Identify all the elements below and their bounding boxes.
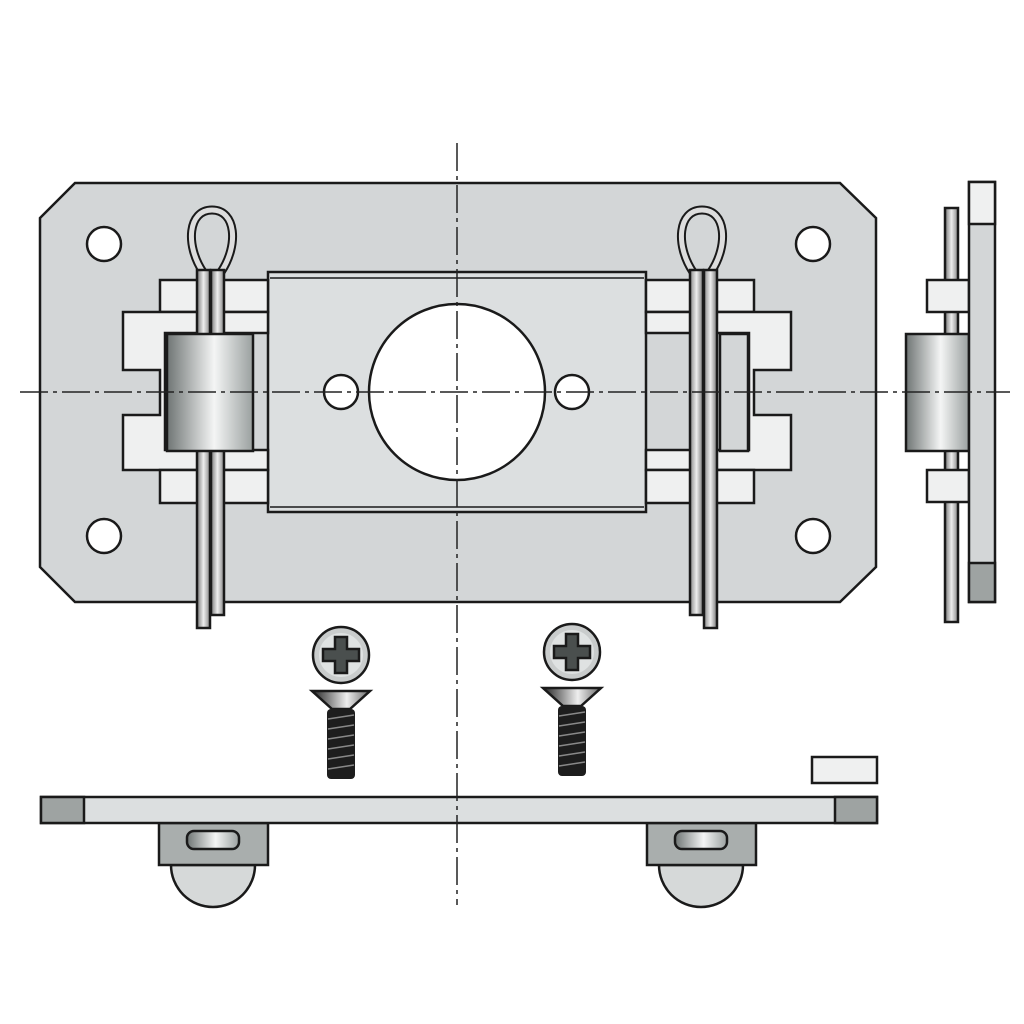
- side-view: [904, 180, 997, 624]
- screw-left: [310, 625, 372, 781]
- screw-right: [541, 622, 603, 778]
- center-lines: [20, 143, 1010, 905]
- mounting-holes: [85, 225, 832, 555]
- bottom-view: [39, 755, 879, 909]
- front-view: [38, 181, 878, 628]
